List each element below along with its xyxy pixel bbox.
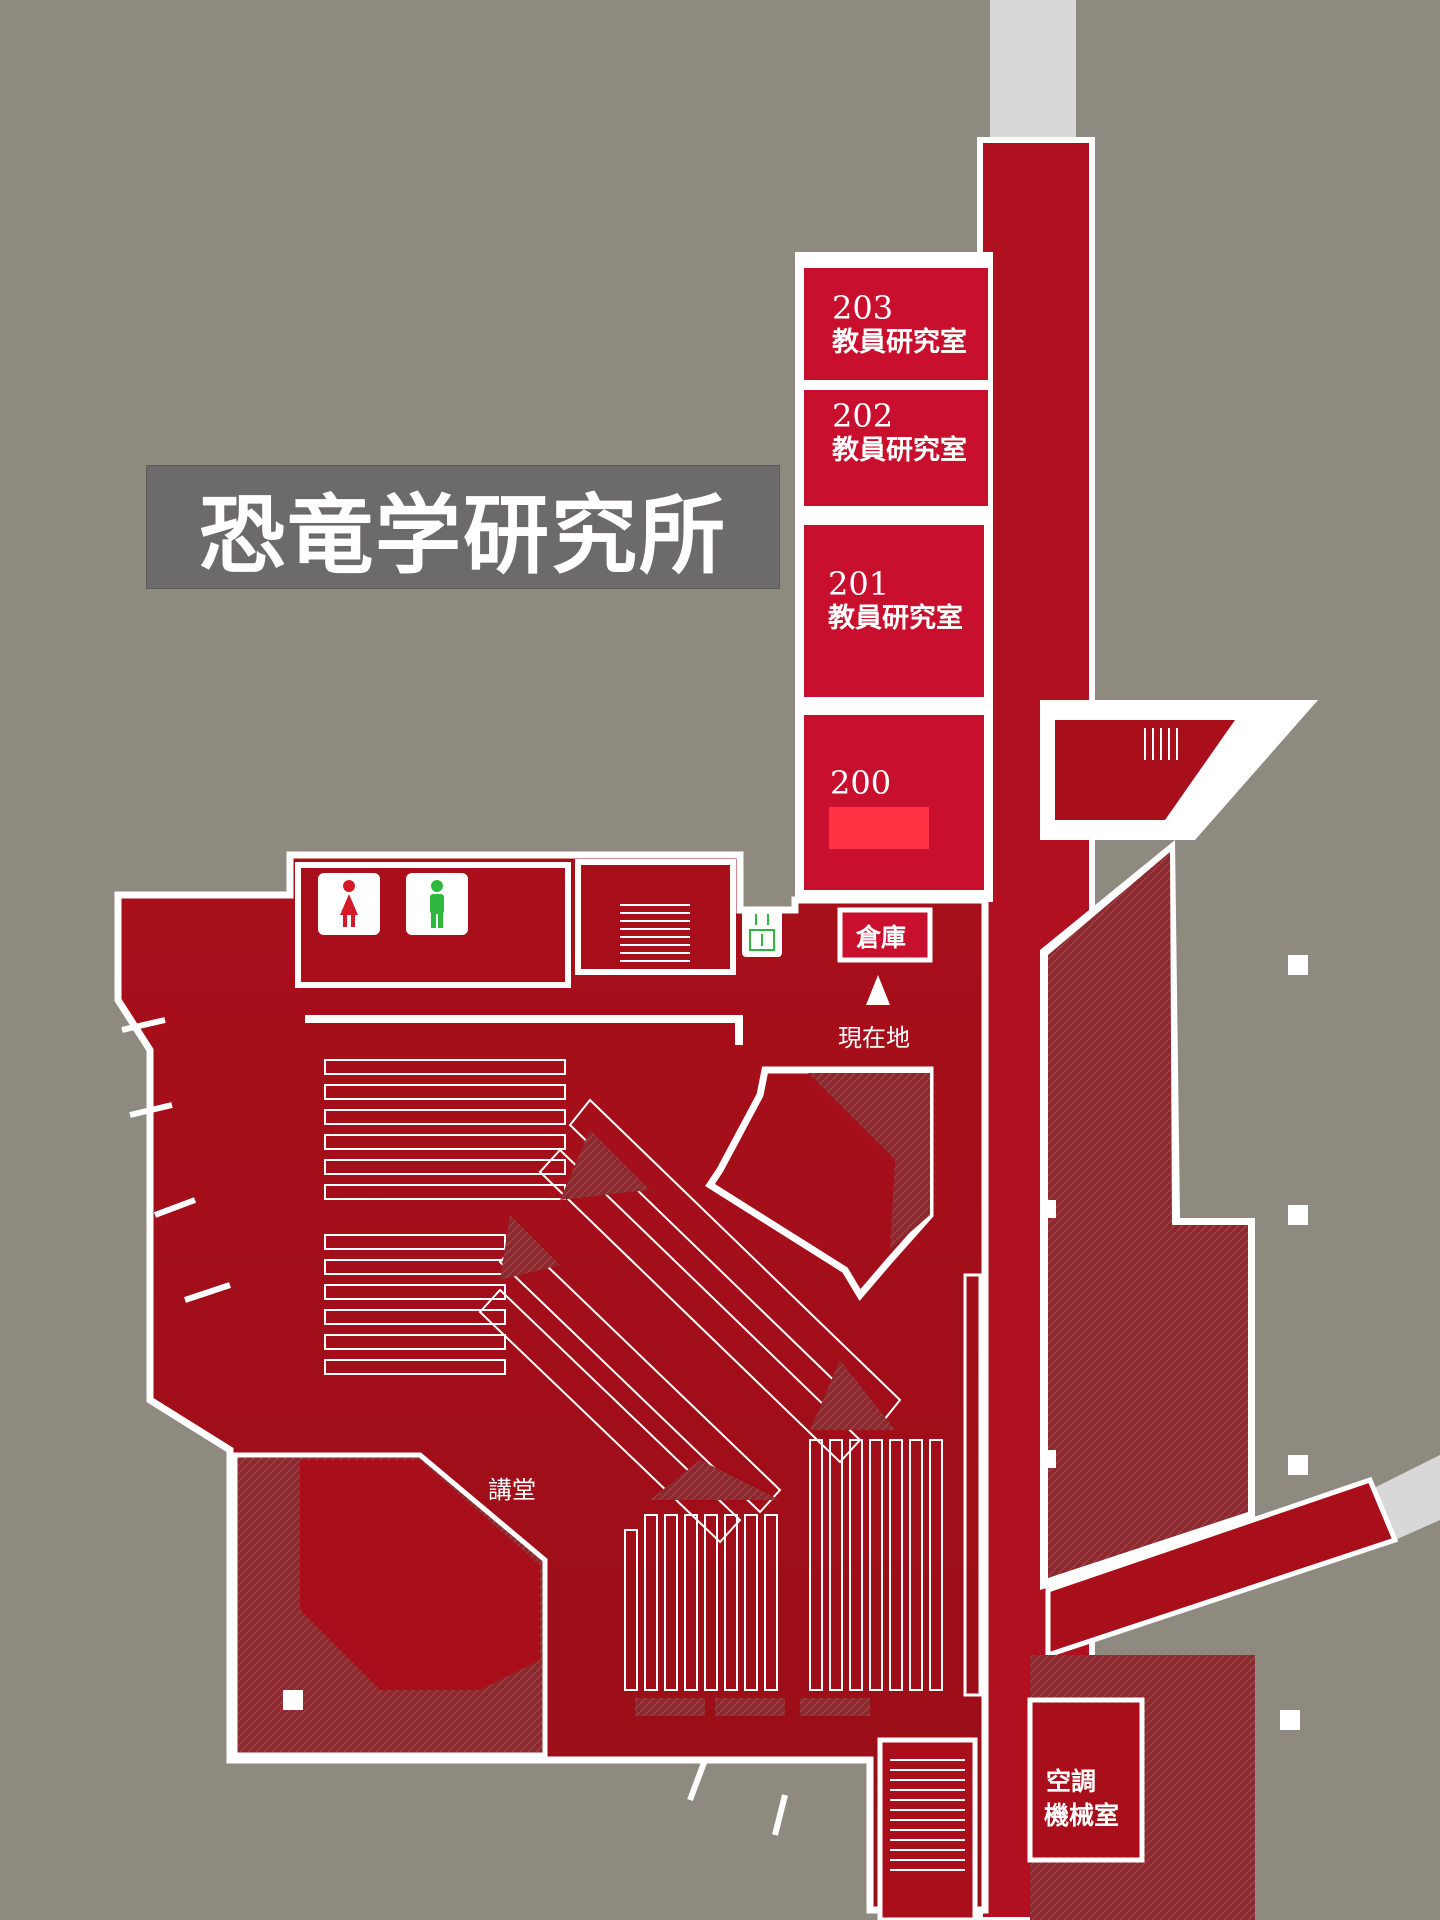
room-203[interactable]: [804, 268, 988, 380]
aisle-hatch-4: [650, 1460, 780, 1500]
aisle-hatch-1: [560, 1130, 650, 1200]
room-number: 202: [832, 397, 894, 435]
stage-hatch: [635, 1698, 870, 1716]
female-restroom-icon: [340, 880, 358, 927]
room-name: 教員研究室: [832, 326, 967, 358]
you-are-here-arrow-icon: [866, 975, 890, 1005]
room-name: 教員研究室: [832, 434, 967, 466]
room-203-label: 203 教員研究室: [832, 290, 967, 358]
lecture-hall-label: 講堂: [488, 1476, 536, 1504]
hvac-room-label-line2: 機械室: [1044, 1801, 1120, 1830]
stairs-center: [620, 904, 690, 962]
right-wing: [1048, 852, 1248, 1578]
diagonal-corridor: [1045, 1476, 1399, 1659]
aisle-hatch-2: [500, 1215, 560, 1280]
room-201[interactable]: [804, 525, 984, 697]
room-number: 200: [830, 764, 892, 802]
elevator-icon: [749, 914, 775, 951]
hvac-room-label-line1: 空調: [1046, 1767, 1097, 1796]
stair-block: [1055, 720, 1235, 820]
room-number: 203: [832, 289, 894, 327]
hvac-room[interactable]: [1027, 1697, 1145, 1863]
storage-label: 倉庫: [856, 923, 907, 952]
room-202-label: 202 教員研究室: [832, 398, 967, 466]
projection-room-hatch: [808, 1073, 930, 1250]
facility-title: 恐竜学研究所: [146, 465, 780, 589]
storage-room[interactable]: [837, 907, 933, 963]
elevator-sign: [742, 907, 782, 957]
lower-left-inner: [300, 1460, 540, 1690]
male-restroom-icon: [430, 880, 444, 928]
corridor-exit-top: [990, 0, 1076, 145]
stair-block-center: [575, 859, 736, 975]
seating-bottom: [624, 1439, 943, 1691]
room-202[interactable]: [804, 390, 988, 506]
you-are-here-label: 現在地: [838, 1024, 910, 1052]
seating-left: [324, 1059, 566, 1375]
stairs-bottom: [890, 1759, 965, 1871]
right-column-wall: [963, 1273, 982, 1697]
stairs-right: [1144, 728, 1178, 760]
column-marker: [283, 1690, 303, 1710]
room-200-label: 200: [830, 765, 891, 802]
window-ticks: [121, 1017, 788, 1836]
column-markers: [1040, 955, 1308, 1730]
room-200-highlight: [829, 807, 929, 849]
room-name: 教員研究室: [828, 602, 963, 634]
room-201-label: 201 教員研究室: [828, 566, 963, 634]
room-200[interactable]: [804, 715, 984, 890]
room-number: 201: [828, 565, 890, 603]
aisle-hatch-3: [810, 1360, 895, 1430]
wall-segments: [305, 1015, 743, 1045]
